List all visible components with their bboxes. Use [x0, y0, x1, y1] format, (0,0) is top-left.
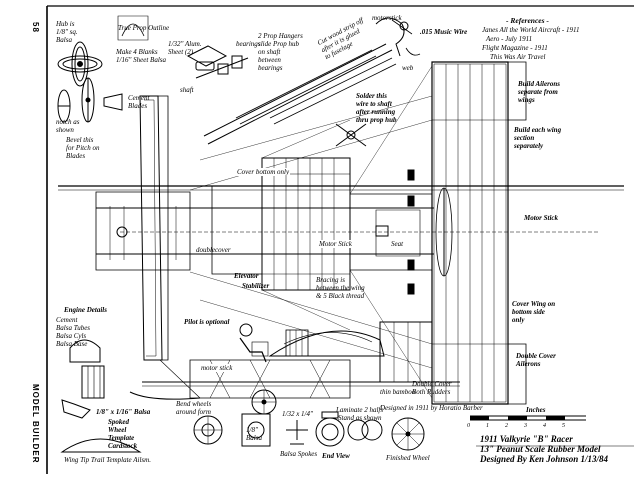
- engine-details: [61, 339, 105, 419]
- label-bamboo: thin bamboo: [380, 388, 416, 396]
- title-block: 1911 Valkyrie "B" Racer 13" Peanut Scale…: [480, 434, 630, 464]
- scale-tick-2: 2: [505, 423, 508, 429]
- side-view-rudder: [379, 321, 433, 383]
- label-wing-tip: Wing Tip Trail Template Ailsm.: [64, 456, 151, 464]
- label-stand: Stand as shown: [338, 414, 382, 422]
- fuselage-plan: [58, 185, 624, 255]
- diagonal-strips: [203, 43, 397, 145]
- scale-tick-0: 0: [467, 423, 470, 429]
- balsa-spokes-detail: [286, 420, 308, 445]
- label-cement-blades: Cement Blades: [128, 94, 150, 110]
- right-wing-plan: [431, 61, 509, 405]
- label-elevator: Elevator: [234, 272, 259, 280]
- label-solder: Solder this wire to shaft after running …: [356, 92, 397, 124]
- label-motor-stick-side: motor stick: [200, 364, 234, 372]
- label-prop-hangers: 2 Prop Hangers slide Prop hub on shaft b…: [258, 32, 303, 72]
- label-prop-outline: True Prop Outline: [118, 24, 170, 32]
- reference-3: Flight Magazine - 1911: [482, 44, 548, 52]
- tail-plan: [211, 157, 351, 291]
- reference-1: Janes All the World Aircraft - 1911: [482, 26, 580, 34]
- label-balsa-spokes: Balsa Spokes: [280, 450, 318, 458]
- label-bend-wheels: Bend wheels around form: [176, 400, 212, 416]
- label-build-each-wing: Build each wing section separately: [514, 126, 562, 150]
- label-pilot: Pilot is optional: [184, 318, 230, 326]
- scale-tick-4: 4: [543, 423, 546, 429]
- label-engine-details: Engine Details: [64, 306, 107, 314]
- label-notch: notch as shown: [56, 118, 80, 134]
- label-motor-stick-mid: Motor Stick: [318, 240, 353, 248]
- label-double-cover-rudders: Double Cover Both Rudders: [412, 380, 452, 396]
- references-heading: - References -: [506, 16, 549, 25]
- propeller-blank-detail: [57, 41, 103, 87]
- label-web: web: [402, 64, 414, 72]
- label-stabilizer: Stabilizer: [242, 282, 270, 290]
- label-double-cover-ailerons: Double Cover Ailerons: [516, 352, 556, 368]
- label-cover-wing: Cover Wing on bottom side only: [512, 300, 556, 324]
- title-line-2: 13" Peanut Scale Rubber Model: [480, 444, 601, 454]
- right-ailerons: [508, 61, 527, 405]
- label-alum-sheet: 1/32" Alum. Sheet (2): [168, 40, 202, 56]
- finished-wheel: [391, 417, 425, 451]
- label-doublecover: doublecover: [196, 246, 231, 254]
- wing-tip-template: [60, 438, 142, 453]
- label-bracing: Bracing is between the wing & 5 Black th…: [316, 276, 365, 300]
- reference-2: Aero - July 1911: [486, 35, 533, 43]
- label-inches: Inches: [526, 406, 546, 414]
- page-number: 58: [31, 22, 40, 33]
- label-shaft: shaft: [180, 86, 194, 94]
- label-engine-parts: Cement Balsa Tubes Balsa Cyls Balsa Base: [56, 316, 91, 348]
- side-view-canopy: [268, 330, 385, 357]
- label-motor-stick-right: Motor Stick: [524, 214, 559, 222]
- wire-hook-detail: [375, 17, 421, 57]
- prop-outline-blank: [117, 15, 149, 41]
- label-hub-balsa: 1/8" Balsa: [246, 426, 262, 442]
- title-line-1: 1911 Valkyrie "B" Racer: [480, 434, 573, 444]
- canard-plan: [95, 191, 191, 271]
- scale-tick-3: 3: [524, 423, 527, 429]
- scale-tick-1: 1: [486, 423, 489, 429]
- label-finished-wheel: Finished Wheel: [386, 454, 430, 462]
- label-spoked-wheel: Spoked Wheel Template Cardstock: [108, 418, 138, 450]
- prop-plan-view: [435, 187, 453, 277]
- label-hub-size: 1/32 x 1/4": [282, 410, 313, 418]
- laminate-halves: [347, 419, 383, 441]
- solder-shaft-detail: [335, 123, 367, 147]
- left-wing-panel: [139, 95, 163, 361]
- side-view-skid: [129, 359, 201, 400]
- label-seat: Seat: [390, 240, 405, 248]
- title-line-3: Designed By Ken Johnson 1/13/84: [480, 454, 609, 464]
- scale-bar: [470, 415, 586, 421]
- reference-4: This Was Air Travel: [490, 53, 546, 61]
- magazine-name: MODEL BUILDER: [31, 384, 40, 464]
- end-view-wheel: [315, 411, 345, 447]
- wing-struts: [407, 169, 415, 295]
- label-bearings: bearings: [236, 40, 261, 48]
- left-aileron: [158, 95, 169, 361]
- side-view-engine-box: [285, 329, 309, 357]
- label-hub: Hub is 1/8" sq. Balsa: [56, 20, 78, 44]
- label-music-wire: .015 Music Wire: [420, 28, 468, 36]
- label-motorstick-top: motorstick: [372, 14, 402, 22]
- prop-hanger-detail: [186, 45, 249, 79]
- label-designed-1911: Designed in 1911 by Horatio Barber: [380, 404, 483, 412]
- label-end-view: End View: [322, 452, 350, 460]
- propeller-side-detail: [81, 77, 95, 123]
- wheel-template: [193, 415, 223, 445]
- label-make-blanks: Make 4 Blanks 1/16" Sheet Balsa: [116, 48, 166, 64]
- side-view-pilot: [239, 323, 269, 363]
- label-laminate: Laminate 2 halfs: [336, 406, 384, 414]
- label-balsa-stick: 1/8" x 1/16" Balsa: [96, 408, 151, 416]
- side-view-wheel: [251, 389, 277, 415]
- label-build-ailerons: Build Ailerons separate from wings: [518, 80, 560, 104]
- label-cover-bottom: Cover bottom only: [236, 168, 291, 176]
- label-bevel: Bevel this for Pitch on Blades: [66, 136, 100, 160]
- scale-tick-5: 5: [562, 423, 565, 429]
- hub-balsa-detail: [241, 413, 271, 447]
- prop-pitch-detail: [57, 89, 123, 123]
